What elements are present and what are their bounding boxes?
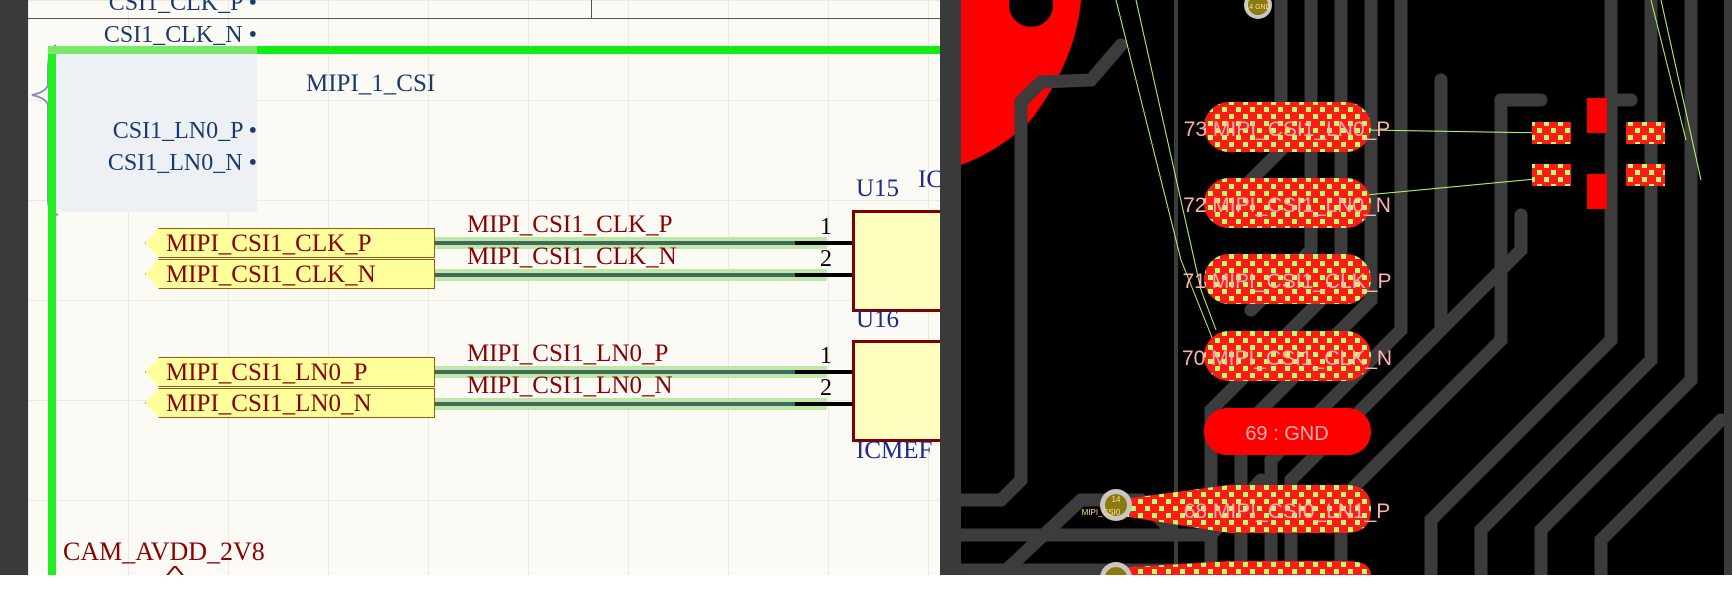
pad-label: 69 : GND (1245, 423, 1328, 445)
left-panel-edge (0, 0, 28, 575)
net-label[interactable]: MIPI_CSI1_LN0_P (467, 340, 669, 367)
port-mipi-csi1-clk-p[interactable]: MIPI_CSI1_CLK_P (145, 228, 435, 258)
via-icon[interactable] (1100, 562, 1132, 575)
pad-70[interactable]: 70 MIPI_CSI1_CLK_N (1182, 331, 1392, 381)
designator-u16[interactable]: U16 (856, 306, 900, 333)
pane-splitter[interactable] (940, 0, 961, 575)
pin-2-line (795, 402, 853, 406)
harness-title: MIPI_1_CSI (306, 70, 436, 97)
designator-u15[interactable]: U15 (856, 175, 900, 202)
pad-label: 68 MIPI_CSI0_LN1_P (1184, 500, 1391, 523)
pad-73[interactable]: 73 MIPI_CSI1_LN0_P (1184, 102, 1391, 152)
pin-number: 2 (820, 246, 832, 272)
pad-69-gnd[interactable]: 69 : GND (1204, 408, 1371, 455)
copper-pour (961, 0, 1081, 165)
port-mipi-csi1-ln0-n[interactable]: MIPI_CSI1_LN0_N (145, 388, 435, 418)
net-label[interactable]: MIPI_CSI1_CLK_P (467, 211, 673, 238)
port-mipi-csi1-clk-n[interactable]: MIPI_CSI1_CLK_N (145, 259, 435, 289)
net-label[interactable]: MIPI_CSI1_CLK_N (467, 243, 677, 270)
pad-68[interactable]: 68 MIPI_CSI0_LN1_P (1116, 485, 1390, 533)
harness-entry: CSI1_LN0_P • (112, 118, 257, 144)
component-comment: ICMEF (856, 437, 933, 464)
pin-2-line (795, 273, 853, 277)
ratsnest-lines (1115, 0, 1702, 361)
sheet-border-line (28, 18, 940, 19)
sheet-border-line (591, 0, 592, 18)
wire-clk-n[interactable] (435, 273, 827, 277)
pin-1-line (795, 241, 853, 245)
bus-line (257, 46, 940, 54)
component-u15[interactable] (852, 210, 940, 312)
harness-entry: CSI1_CLK_N • (103, 22, 257, 48)
schematic-editor[interactable]: CSI1_CLK_P • CSI1_CLK_N • MIPI_1_CSI CSI… (28, 0, 940, 575)
pad-72[interactable]: 72 MIPI_CSI1_LN0_N (1183, 178, 1391, 228)
power-port-label[interactable]: CAM_AVDD_2V8 (63, 537, 265, 566)
power-arrow-icon (166, 566, 184, 575)
via-label: MIPI_CSI0 (1082, 508, 1121, 517)
pad-label: 73 MIPI_CSI1_LN0_P (1184, 118, 1391, 141)
pin-number: 1 (820, 343, 832, 369)
net-label[interactable]: MIPI_CSI1_LN0_N (467, 372, 673, 399)
pad-label: 71 MIPI_CSI1_CLK_P (1183, 270, 1392, 293)
wire-ln0-p[interactable] (435, 370, 827, 374)
bus-line-highlight (48, 46, 257, 54)
pad-67[interactable] (1116, 561, 1371, 575)
component-comment: IC (918, 166, 940, 193)
pin-1-line (795, 370, 853, 374)
wire-clk-p[interactable] (435, 241, 827, 245)
bus-line-vertical (48, 48, 56, 575)
pin-number: 1 (820, 214, 832, 240)
signal-harness-box[interactable] (50, 50, 257, 212)
via-label: 14 GND (1245, 4, 1270, 11)
via-icon[interactable]: 14 MIPI_CSI0 (1082, 489, 1132, 521)
pad-label: 70 MIPI_CSI1_CLK_N (1182, 347, 1392, 370)
via-icon[interactable]: 14 GND (1244, 0, 1272, 19)
component-u16[interactable] (852, 340, 940, 442)
harness-entry: CSI1_CLK_P • (108, 0, 257, 16)
smd-pads[interactable] (1532, 98, 1665, 209)
pcb-pane-edge (1724, 0, 1732, 575)
wire-ln0-n[interactable] (435, 402, 827, 406)
pad-71[interactable]: 71 MIPI_CSI1_CLK_P (1183, 254, 1392, 304)
port-mipi-csi1-ln0-p[interactable]: MIPI_CSI1_LN0_P (145, 357, 435, 387)
pin-number: 2 (820, 375, 832, 401)
pcb-editor[interactable]: 73 MIPI_CSI1_LN0_P 72 MIPI_CSI1_LN0_N 71… (961, 0, 1724, 575)
via-label: 14 (1112, 495, 1121, 504)
harness-entry: CSI1_LN0_N • (107, 150, 257, 176)
pad-label: 72 MIPI_CSI1_LN0_N (1183, 194, 1391, 217)
